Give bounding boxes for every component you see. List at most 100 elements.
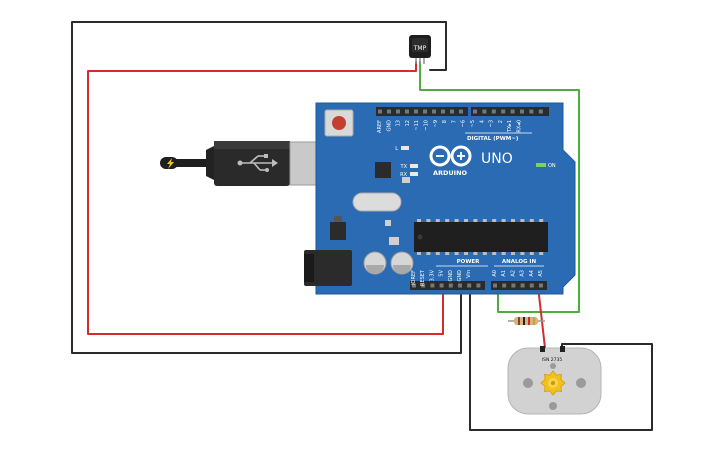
rx-label: RX (400, 172, 407, 178)
led-rx (410, 172, 418, 176)
pin-hole[interactable] (421, 283, 426, 288)
pin-hole[interactable] (412, 283, 416, 288)
pin-label: ~3 (489, 120, 495, 127)
motor-label: ISN 2735 (542, 357, 563, 363)
capacitor (390, 251, 414, 275)
digital-header-left (376, 107, 468, 116)
pin-hole[interactable] (459, 109, 463, 114)
pin-label: ~11 (414, 120, 420, 131)
arduino-board[interactable]: L TX RX ON ARDUINO UNO DIGITAL (PWM~) PO… (304, 102, 576, 295)
power-header-label: POWER (457, 259, 481, 265)
pin-label: ~10 (424, 120, 430, 131)
led-tx (410, 164, 418, 168)
capacitor (363, 251, 387, 275)
pin-hole[interactable] (529, 109, 534, 114)
pin-hole[interactable] (439, 283, 444, 288)
analog-header (491, 281, 547, 290)
model-label: UNO (481, 151, 513, 167)
pin-hole[interactable] (432, 109, 436, 114)
arduino-logo-symbols (436, 152, 465, 160)
power-jack (304, 250, 352, 286)
pin-hole[interactable] (538, 109, 543, 114)
wire-sensor-gnd[interactable] (71, 21, 462, 354)
pin-hole[interactable] (430, 283, 435, 288)
pin-label: TX▸1 (507, 120, 513, 133)
usb-cable[interactable] (160, 141, 339, 186)
arduino-logo-icon (429, 145, 472, 167)
pin-hole[interactable] (473, 109, 477, 114)
pin-label: 4 (479, 120, 485, 123)
pin-hole[interactable] (387, 109, 391, 114)
pin-label: ~9 (433, 120, 439, 127)
pin-label: ~6 (461, 120, 467, 127)
wire-sensor-signal[interactable] (419, 61, 580, 313)
analog-header-label: ANALOG IN (502, 259, 537, 265)
pin-hole[interactable] (423, 109, 427, 114)
pin-label: A4 (529, 270, 535, 277)
pin-label: Vin (466, 270, 472, 278)
pin-label: AREF (377, 120, 383, 133)
pin-label: A3 (520, 270, 526, 277)
pin-label: A5 (538, 270, 544, 277)
pin-label: A0 (492, 270, 498, 277)
wire-motor-gnd[interactable] (469, 281, 653, 431)
pin-label: RX◂0 (517, 120, 523, 133)
pin-label: RESET (420, 269, 426, 286)
pin-hole[interactable] (378, 109, 382, 114)
l-label: L (395, 146, 398, 152)
temperature-sensor[interactable]: TMP (409, 35, 431, 64)
pin-hole[interactable] (482, 109, 487, 114)
pin-label: 3.3V (429, 269, 435, 281)
pin-hole[interactable] (501, 109, 506, 114)
pin-hole[interactable] (405, 109, 409, 114)
pin-label: 12 (405, 120, 411, 126)
sensor-label: TMP (413, 45, 427, 52)
pin-hole[interactable] (493, 283, 497, 288)
led-l (401, 146, 409, 150)
pin-hole[interactable] (539, 283, 543, 288)
pin-hole[interactable] (396, 109, 400, 114)
pin-hole[interactable] (441, 109, 445, 114)
pin-label: 7 (451, 120, 457, 123)
pin-label: GND (457, 270, 463, 282)
pin-label: A1 (501, 270, 507, 277)
pin-hole[interactable] (510, 109, 515, 114)
usb-symbol-icon (240, 155, 272, 171)
pin-label: 5V (439, 269, 445, 276)
resistor[interactable] (508, 317, 545, 325)
pin-label: 8 (442, 120, 448, 123)
pin-hole[interactable] (491, 109, 496, 114)
dc-motor[interactable]: ISN 2735 (507, 346, 602, 415)
pin-hole[interactable] (476, 283, 481, 288)
pin-label: ~5 (470, 120, 476, 127)
pin-hole[interactable] (448, 283, 453, 288)
pin-hole[interactable] (511, 283, 516, 288)
reset-button[interactable] (324, 109, 354, 137)
pin-hole[interactable] (502, 283, 507, 288)
microcontroller-chip (414, 219, 548, 255)
brand-label: ARDUINO (433, 169, 468, 177)
pin-hole[interactable] (414, 109, 418, 114)
led-on (536, 163, 546, 167)
pin-hole[interactable] (520, 109, 524, 114)
on-label: ON (548, 163, 556, 169)
tx-label: TX (400, 164, 408, 170)
pin-hole[interactable] (458, 283, 462, 288)
wire-sensor-power[interactable] (87, 61, 444, 335)
gear-icon (540, 370, 566, 396)
digital-header-right (471, 107, 549, 116)
pin-hole[interactable] (450, 109, 454, 114)
pin-label: 2 (498, 120, 504, 123)
power-header (410, 281, 485, 290)
usb-lightning-icon (167, 158, 174, 169)
pin-hole[interactable] (467, 283, 472, 288)
pin-label: GND (448, 270, 454, 282)
pin-label: A2 (510, 270, 516, 277)
pin-label: 13 (396, 120, 402, 126)
pin-hole[interactable] (520, 283, 525, 288)
pin-hole[interactable] (529, 283, 534, 288)
crystal (352, 192, 402, 212)
pin-label: IOREF (411, 270, 417, 285)
digital-header-label: DIGITAL (PWM~) (467, 136, 519, 142)
